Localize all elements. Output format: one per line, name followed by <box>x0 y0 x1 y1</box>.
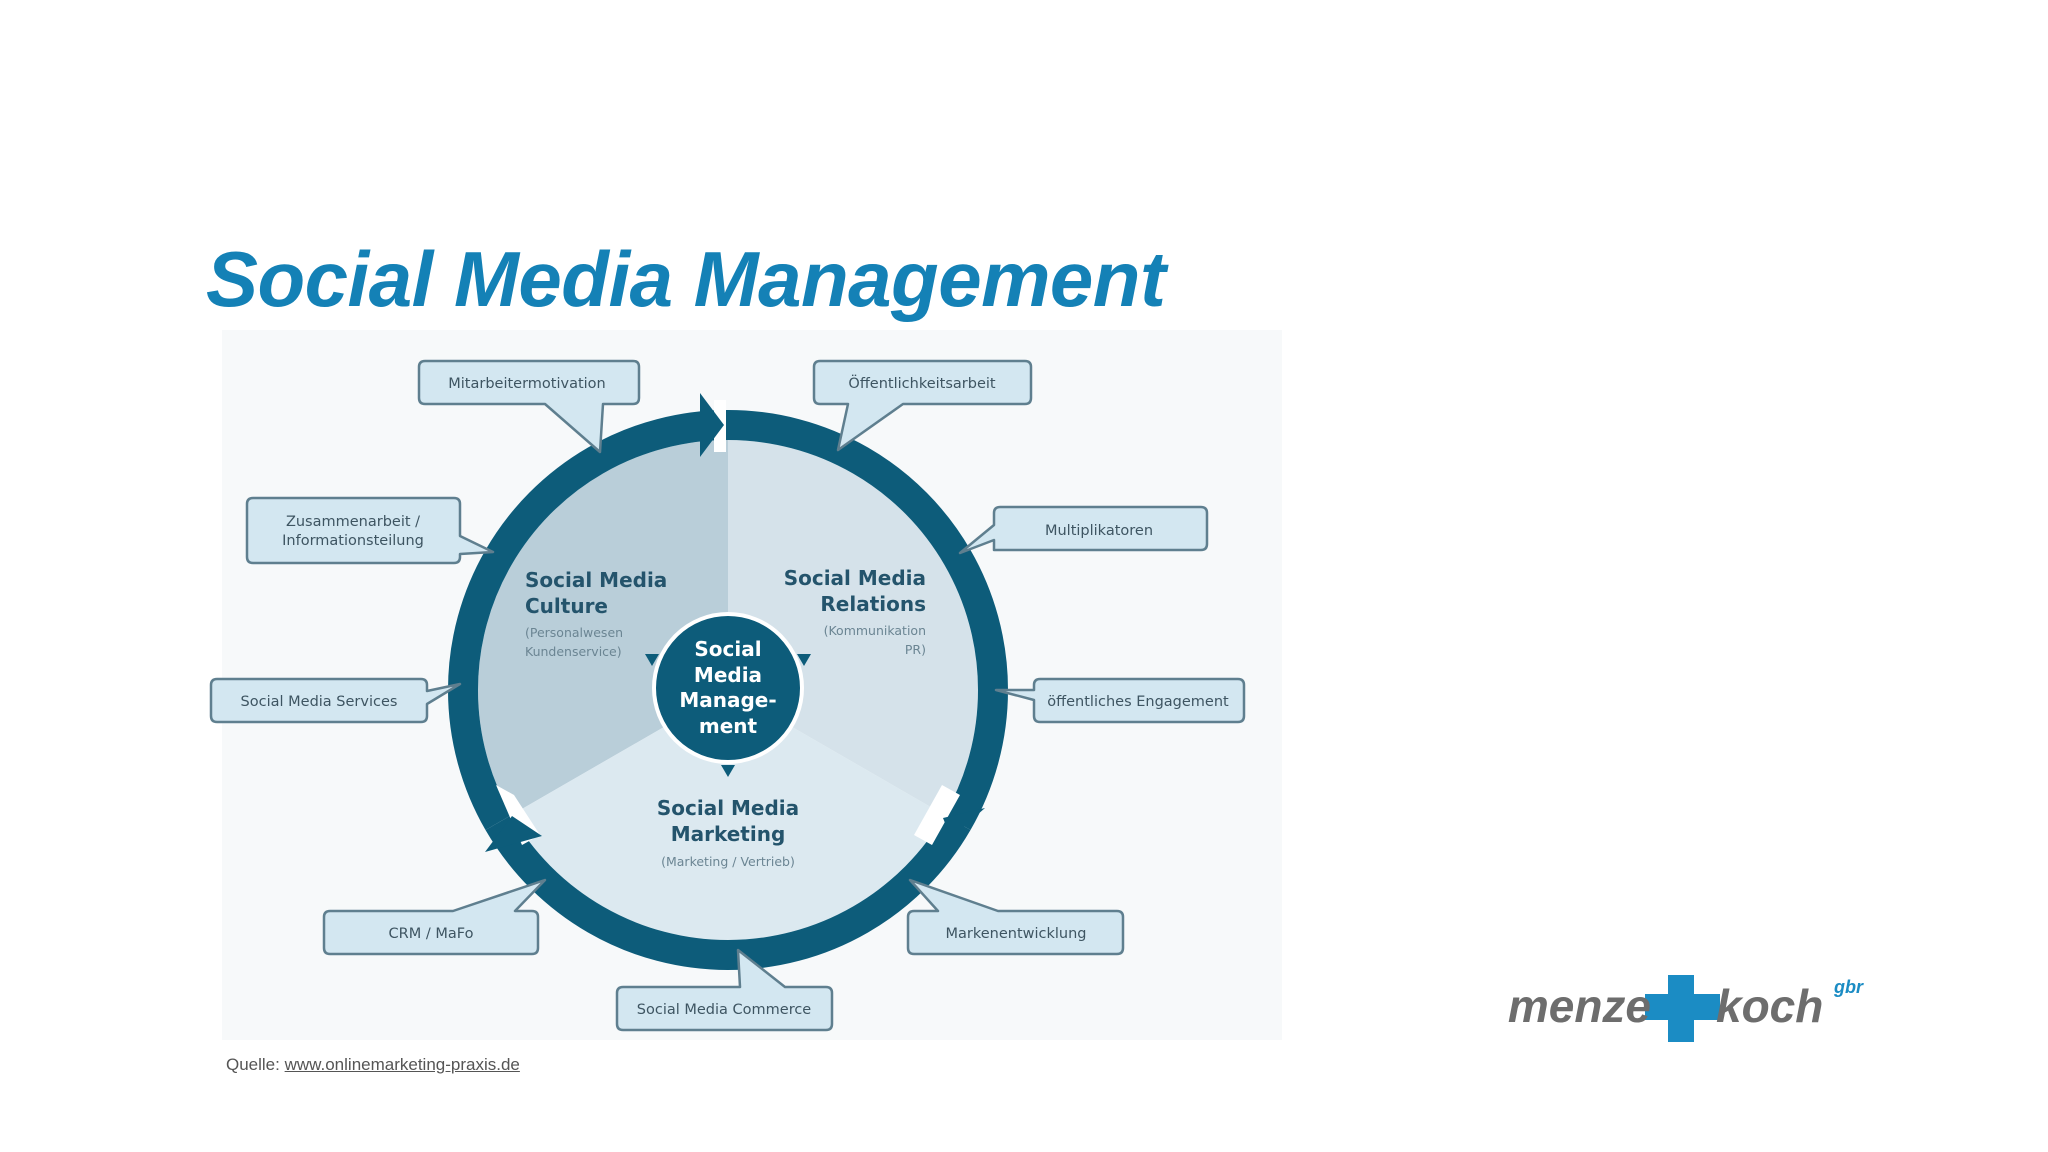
callout-markenentwicklung: Markenentwicklung <box>906 878 1125 956</box>
culture-sub-line-2: Kundenservice) <box>525 644 622 659</box>
ring-arrowhead-right <box>943 808 985 838</box>
callout-zusammenarbeit-text-2: Informationsteilung <box>282 533 424 549</box>
relations-sub-line-1: (Kommunikation <box>824 623 926 638</box>
ring-arc-right <box>727 410 1008 830</box>
callout-multiplikatoren-text: Multiplikatoren <box>1045 523 1153 539</box>
callout-oeffentlichkeitsarbeit-text: Öffentlichkeitsarbeit <box>848 374 995 392</box>
center-text-line-2: Media <box>694 663 762 687</box>
source-label: Quelle: <box>226 1055 280 1074</box>
ring-arc-left <box>448 410 729 830</box>
center-text-line-4: ment <box>699 714 758 738</box>
ring-arc-bottom <box>485 814 971 970</box>
page-title: Social Media Management <box>206 235 1166 323</box>
callout-social-media-commerce-text: Social Media Commerce <box>637 1002 812 1018</box>
center-circle <box>652 612 804 764</box>
ring-arrowhead-left <box>485 816 542 852</box>
callout-multiplikatoren: Multiplikatoren <box>958 505 1209 555</box>
ring-arrowhead-top <box>700 393 724 457</box>
callout-markenentwicklung-text: Markenentwicklung <box>945 926 1086 942</box>
callout-social-media-services: Social Media Services <box>209 677 462 724</box>
culture-sub-line-1: (Personalwesen <box>525 625 623 640</box>
relations-title-line-2: Relations <box>820 592 926 616</box>
callout-oeffentlichkeitsarbeit: Öffentlichkeitsarbeit <box>812 359 1033 452</box>
marketing-title-line-2: Marketing <box>671 822 786 846</box>
marketing-sub: (Marketing / Vertrieb) <box>661 854 795 869</box>
callout-social-media-services-text: Social Media Services <box>241 694 398 710</box>
callout-crm: CRM / MaFo <box>322 878 547 956</box>
source-credit: Quelle: www.onlinemarketing-praxis.de <box>226 1055 520 1075</box>
pointer-right-triangle <box>797 654 811 666</box>
callout-mitarbeitermotivation-text: Mitarbeitermotivation <box>448 376 606 392</box>
callout-crm-text: CRM / MaFo <box>389 926 474 942</box>
relations-sub-line-2: PR) <box>905 642 926 657</box>
culture-title-line-1: Social Media <box>525 568 667 592</box>
ring-gap-right <box>914 785 960 845</box>
pointer-bottom-triangle <box>721 765 735 777</box>
logo-suffix: gbr <box>1833 977 1864 997</box>
callout-zusammenarbeit: Zusammenarbeit / Informationsteilung <box>245 496 495 565</box>
callout-zusammenarbeit-text-1: Zusammenarbeit / <box>286 514 420 530</box>
relations-title-line-1: Social Media <box>784 566 926 590</box>
marketing-title-line-1: Social Media <box>657 796 799 820</box>
pointer-left-triangle <box>645 654 659 666</box>
segment-marketing <box>511 690 945 940</box>
logo-text-right: koch <box>1716 980 1823 1032</box>
source-link[interactable]: www.onlinemarketing-praxis.de <box>284 1055 520 1074</box>
callout-social-media-commerce: Social Media Commerce <box>615 948 834 1032</box>
callout-mitarbeitermotivation: Mitarbeitermotivation <box>417 359 641 454</box>
center-text-line-3: Manage- <box>679 688 776 712</box>
logo-text-left: menze <box>1508 980 1651 1032</box>
callout-oeffentliches-engagement-text: öffentliches Engagement <box>1047 694 1229 710</box>
center-text-line-1: Social <box>694 637 761 661</box>
logo-cross-icon <box>1645 975 1720 1042</box>
company-logo: menze koch gbr <box>1508 975 1864 1042</box>
culture-title-line-2: Culture <box>525 594 608 618</box>
callout-oeffentliches-engagement: öffentliches Engagement <box>994 677 1246 724</box>
